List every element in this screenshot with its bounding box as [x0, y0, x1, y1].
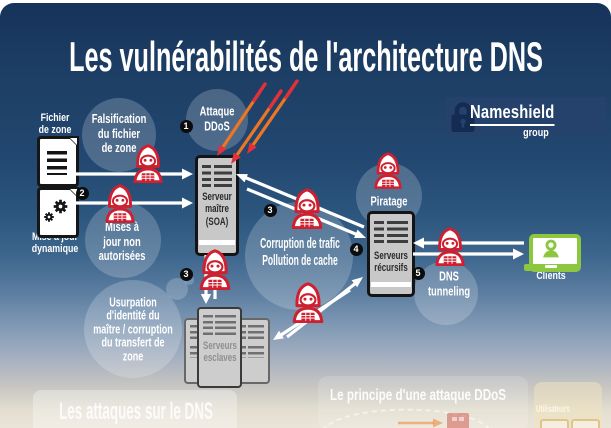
bubble-dns-tunneling: [414, 261, 478, 325]
section-title-principe-ddos: Le principe d'une attaque DDoS: [330, 387, 507, 404]
logo: Nameshield group: [470, 102, 555, 139]
ddos-preview-sketch: [323, 408, 490, 428]
logo-brand: Nameshield: [470, 102, 555, 126]
step-badge-1: 1: [179, 119, 193, 133]
corruption-label: Corruption de trafic Pollution de cache: [260, 235, 340, 269]
zone-file-label: Fichier de zone: [38, 111, 72, 136]
next-section-panel-right: [318, 376, 528, 428]
step-badge-3a: 3: [263, 203, 277, 217]
next-section-panel-left: [33, 390, 237, 428]
hacker-icon: [131, 144, 165, 183]
hacker-icon: [372, 152, 404, 189]
mises-a-jour-label: Mises à jour non autorisées: [98, 219, 146, 264]
master-server-icon: Serveur maître (SOA): [195, 155, 239, 256]
bubble-attaque-ddos: [186, 89, 248, 151]
slave-servers-icon: Serveurs esclaves: [184, 307, 270, 388]
hacker-icon: [433, 227, 467, 266]
logo-sub: group: [523, 127, 549, 139]
step-badge-3b: 3: [179, 267, 193, 281]
utilisateurs-label: Utilisateurs: [536, 404, 570, 415]
zone-file-icon: [37, 136, 79, 187]
master-server-label: Serveur maître (SOA): [202, 191, 232, 228]
bubble-usurpation-tail: [166, 278, 188, 300]
section-title-attaques-dns: Les attaques sur le DNS: [59, 398, 213, 425]
hacker-icon: [289, 188, 325, 229]
step-badge-2: 2: [75, 186, 89, 200]
recursive-server-label: Serveurs récursifs: [374, 250, 408, 275]
bubble-usurpation: [84, 280, 182, 378]
slave-servers-label: Serveurs esclaves: [202, 340, 237, 365]
document-lines: [47, 151, 67, 175]
hacker-icon: [103, 184, 137, 223]
hacker-icon: [197, 249, 233, 290]
dns-tunneling-label: DNS tunneling: [427, 268, 471, 298]
piratage-label: Piratage: [370, 193, 408, 209]
clients-laptop-base: [524, 264, 578, 271]
attaque-ddos-label: Attaque DDoS: [199, 103, 235, 133]
step-badge-5: 5: [411, 266, 425, 280]
clients-label: Clients: [536, 269, 566, 282]
page-title: Les vulnérabilités de l'architecture DNS: [68, 33, 543, 80]
poster-background: Les vulnérabilités de l'architecture DNS: [0, 3, 611, 428]
usurpation-label: Usurpation d'identité du maître / corrup…: [93, 295, 173, 364]
flow-arrows: [73, 79, 524, 340]
ghost-laptop-icon: [540, 419, 569, 428]
step-badge-4: 4: [349, 242, 363, 256]
hacker-icon: [290, 282, 326, 323]
ddos-attack-arrows: [217, 79, 299, 164]
falsification-label: Falsification du fichier de zone: [91, 111, 147, 156]
ghost-laptop-icon: [571, 419, 600, 428]
